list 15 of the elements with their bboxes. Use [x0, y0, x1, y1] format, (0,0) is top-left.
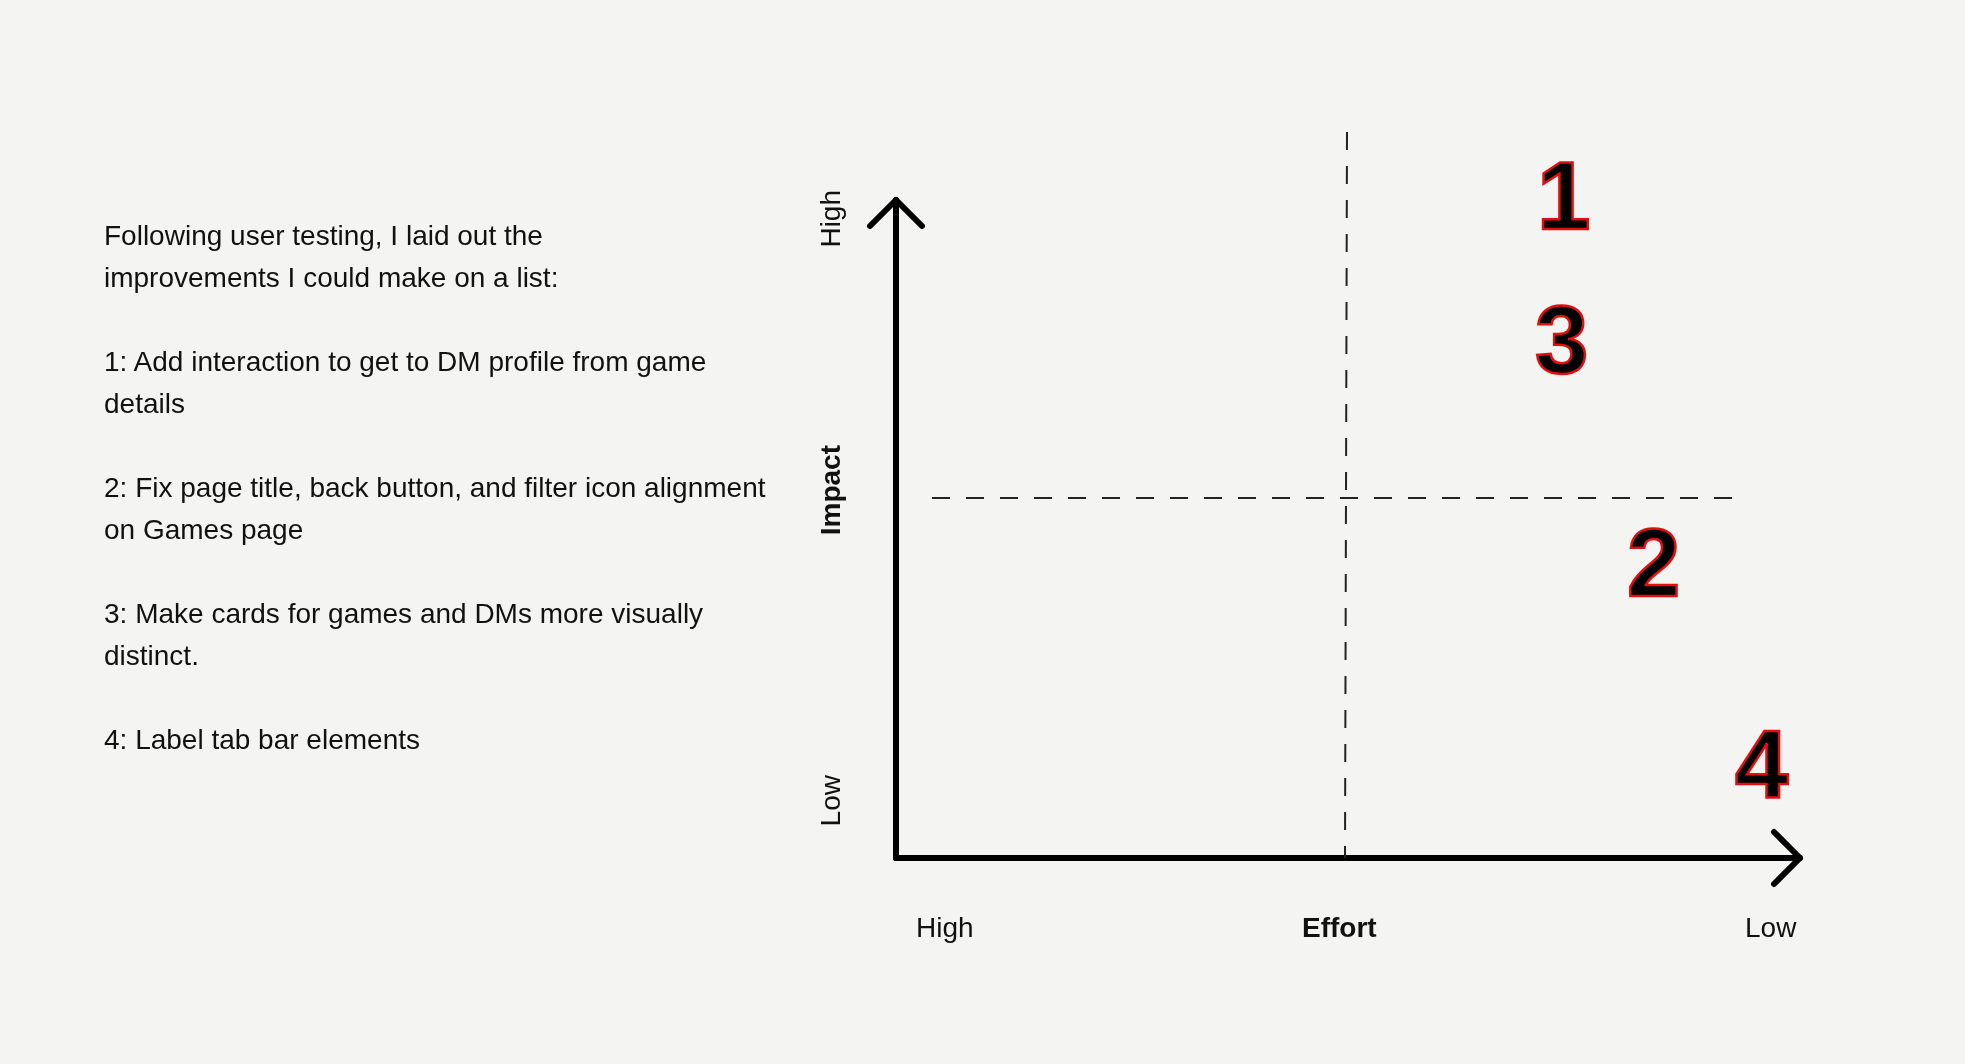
axis-label: Low	[814, 775, 847, 827]
axis-title: Effort	[1302, 911, 1377, 945]
callout-number: 1	[1537, 148, 1591, 244]
list-item: 4: Label tab bar elements	[104, 723, 421, 757]
axis-title: Impact	[814, 445, 847, 536]
axis-label: High	[916, 911, 974, 945]
intro-paragraph: Following user testing, I laid out the improvements I could make on a list:	[104, 219, 560, 295]
list-item: 3: Make cards for games and DMs more visually distinct.	[104, 597, 705, 673]
list-item: 1: Add interaction to get to DM profile from game details	[104, 345, 708, 421]
callout-number: 3	[1535, 292, 1589, 388]
callout-number: 4	[1735, 717, 1789, 813]
axis-label: Low	[1745, 911, 1797, 945]
axis-label: High	[814, 190, 847, 248]
list-item: 2: Fix page title, back button, and filter icon alignment on Games page	[104, 471, 767, 547]
callout-number: 2	[1627, 515, 1681, 611]
